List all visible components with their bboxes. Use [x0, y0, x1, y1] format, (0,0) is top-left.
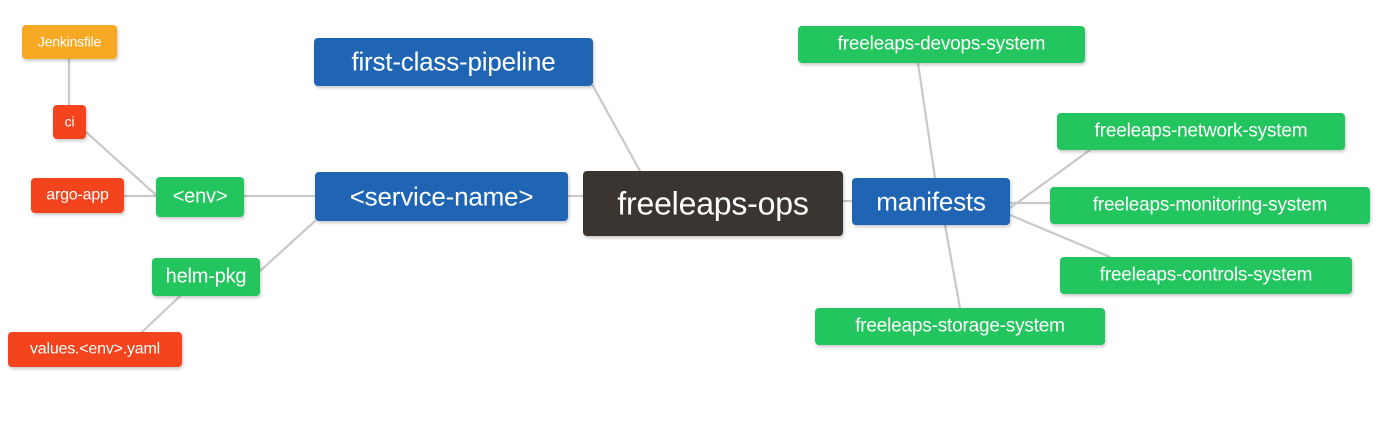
node-argo-app[interactable]: argo-app	[31, 178, 124, 213]
node-label-service-name: <service-name>	[349, 181, 534, 211]
node-freeleaps-storage-system[interactable]: freeleaps-storage-system	[815, 308, 1105, 345]
edge-manifests-to-freeleaps-storage-system	[943, 223, 962, 310]
edge-service-name-to-helm-pkg	[258, 219, 317, 273]
node-label-jenkinsfile: Jenkinsfile	[37, 33, 102, 50]
node-service-name[interactable]: <service-name>	[315, 172, 568, 221]
node-label-ci: ci	[64, 113, 75, 130]
node-manifests[interactable]: manifests	[852, 178, 1010, 225]
node-freeleaps-monitoring-system[interactable]: freeleaps-monitoring-system	[1050, 187, 1370, 224]
node-label-first-class-pipeline: first-class-pipeline	[351, 46, 556, 77]
node-freeleaps-controls-system[interactable]: freeleaps-controls-system	[1060, 257, 1352, 294]
node-label-values-yaml: values.<env>.yaml	[29, 340, 160, 357]
node-label-env: <env>	[172, 185, 228, 208]
node-label-freeleaps-ops: freeleaps-ops	[617, 185, 809, 221]
node-values-yaml[interactable]: values.<env>.yaml	[8, 332, 182, 367]
node-label-manifests: manifests	[876, 186, 986, 216]
node-first-class-pipeline[interactable]: first-class-pipeline	[314, 38, 593, 86]
node-freeleaps-network-system[interactable]: freeleaps-network-system	[1057, 113, 1345, 150]
node-helm-pkg[interactable]: helm-pkg	[152, 258, 260, 296]
node-freeleaps-devops-system[interactable]: freeleaps-devops-system	[798, 26, 1085, 63]
edge-helm-pkg-to-values-yaml	[138, 294, 182, 336]
node-jenkinsfile[interactable]: Jenkinsfile	[22, 25, 117, 59]
node-label-helm-pkg: helm-pkg	[165, 265, 247, 288]
node-label-argo-app: argo-app	[46, 186, 109, 203]
node-freeleaps-ops[interactable]: freeleaps-ops	[583, 171, 843, 236]
node-label-freeleaps-controls-system: freeleaps-controls-system	[1099, 264, 1313, 286]
node-label-freeleaps-devops-system: freeleaps-devops-system	[837, 33, 1046, 55]
edge-manifests-to-freeleaps-devops-system	[916, 61, 937, 180]
node-label-freeleaps-monitoring-system: freeleaps-monitoring-system	[1092, 194, 1328, 216]
node-label-freeleaps-storage-system: freeleaps-storage-system	[855, 315, 1065, 337]
edge-first-class-pipeline-to-freeleaps-ops	[591, 84, 642, 173]
node-ci[interactable]: ci	[53, 105, 86, 139]
node-env[interactable]: <env>	[156, 177, 244, 217]
node-label-freeleaps-network-system: freeleaps-network-system	[1094, 120, 1308, 142]
